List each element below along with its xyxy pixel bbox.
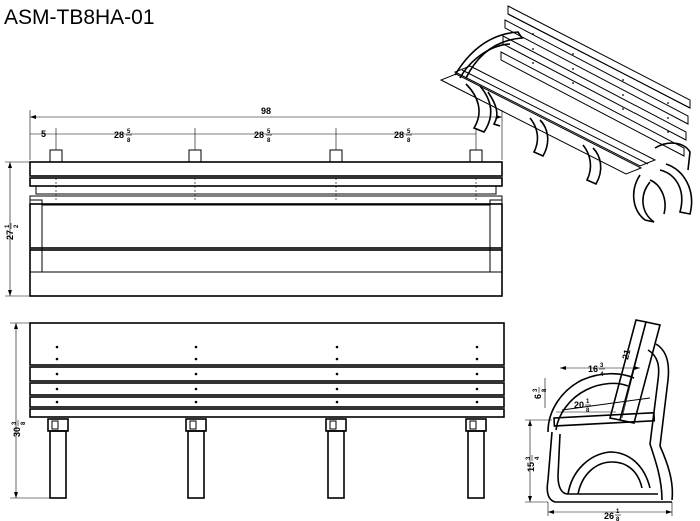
svg-text:1: 1 bbox=[5, 224, 11, 228]
svg-text:8: 8 bbox=[21, 421, 27, 425]
svg-text:8: 8 bbox=[127, 138, 131, 144]
end-offset-dim: 5 bbox=[41, 129, 46, 139]
svg-text:6: 6 bbox=[533, 394, 543, 399]
svg-text:3: 3 bbox=[12, 421, 18, 425]
side-view: 21 16 3 4 6 3 8 20 1 8 bbox=[525, 319, 674, 521]
svg-text:8: 8 bbox=[407, 138, 411, 144]
svg-text:28: 28 bbox=[394, 130, 404, 140]
svg-text:15: 15 bbox=[526, 462, 536, 472]
svg-text:3: 3 bbox=[600, 363, 604, 369]
svg-text:1: 1 bbox=[586, 399, 590, 405]
svg-text:21: 21 bbox=[620, 348, 632, 360]
svg-text:8: 8 bbox=[267, 138, 271, 144]
svg-text:28: 28 bbox=[254, 130, 264, 140]
drawing-title: ASM-TB8HA-01 bbox=[4, 6, 155, 29]
spacing-dim-2: 28 5 8 bbox=[254, 129, 272, 144]
svg-text:30: 30 bbox=[12, 427, 22, 437]
seat-depth-dim: 16 3 4 bbox=[588, 363, 605, 378]
front-height-dim: 27 1 2 bbox=[5, 223, 20, 240]
svg-text:20: 20 bbox=[574, 400, 584, 410]
rear-view: 30 3 8 bbox=[10, 322, 505, 499]
spacing-dim-3: 28 5 8 bbox=[394, 129, 412, 144]
base-depth-dim: 26 1 8 bbox=[604, 509, 621, 521]
svg-text:5: 5 bbox=[127, 129, 131, 135]
front-view: 98 5 28 5 8 28 5 8 28 5 8 bbox=[5, 106, 503, 297]
svg-text:8: 8 bbox=[542, 388, 548, 392]
svg-text:8: 8 bbox=[616, 517, 620, 521]
svg-text:27: 27 bbox=[5, 230, 15, 240]
svg-text:1: 1 bbox=[616, 509, 620, 515]
svg-text:5: 5 bbox=[267, 129, 271, 135]
svg-text:2: 2 bbox=[14, 224, 20, 228]
svg-text:3: 3 bbox=[533, 388, 539, 392]
svg-text:26: 26 bbox=[604, 511, 614, 521]
rear-height-dim: 30 3 8 bbox=[12, 420, 27, 437]
svg-text:3: 3 bbox=[526, 456, 532, 460]
isometric-view bbox=[439, 5, 693, 223]
svg-text:4: 4 bbox=[600, 372, 604, 378]
svg-text:28: 28 bbox=[114, 130, 124, 140]
svg-text:5: 5 bbox=[407, 129, 411, 135]
overall-width-dim: 98 bbox=[261, 106, 271, 116]
seat-height-dim: 15 3 4 bbox=[526, 455, 541, 472]
spacing-dim-1: 28 5 8 bbox=[114, 129, 132, 144]
arm-height-dim: 6 3 8 bbox=[533, 387, 548, 399]
svg-text:4: 4 bbox=[535, 456, 541, 460]
svg-text:16: 16 bbox=[588, 364, 598, 374]
arm-depth-dim: 20 1 8 bbox=[574, 399, 591, 414]
svg-text:8: 8 bbox=[586, 408, 590, 414]
back-height-dim: 21 bbox=[620, 348, 632, 360]
